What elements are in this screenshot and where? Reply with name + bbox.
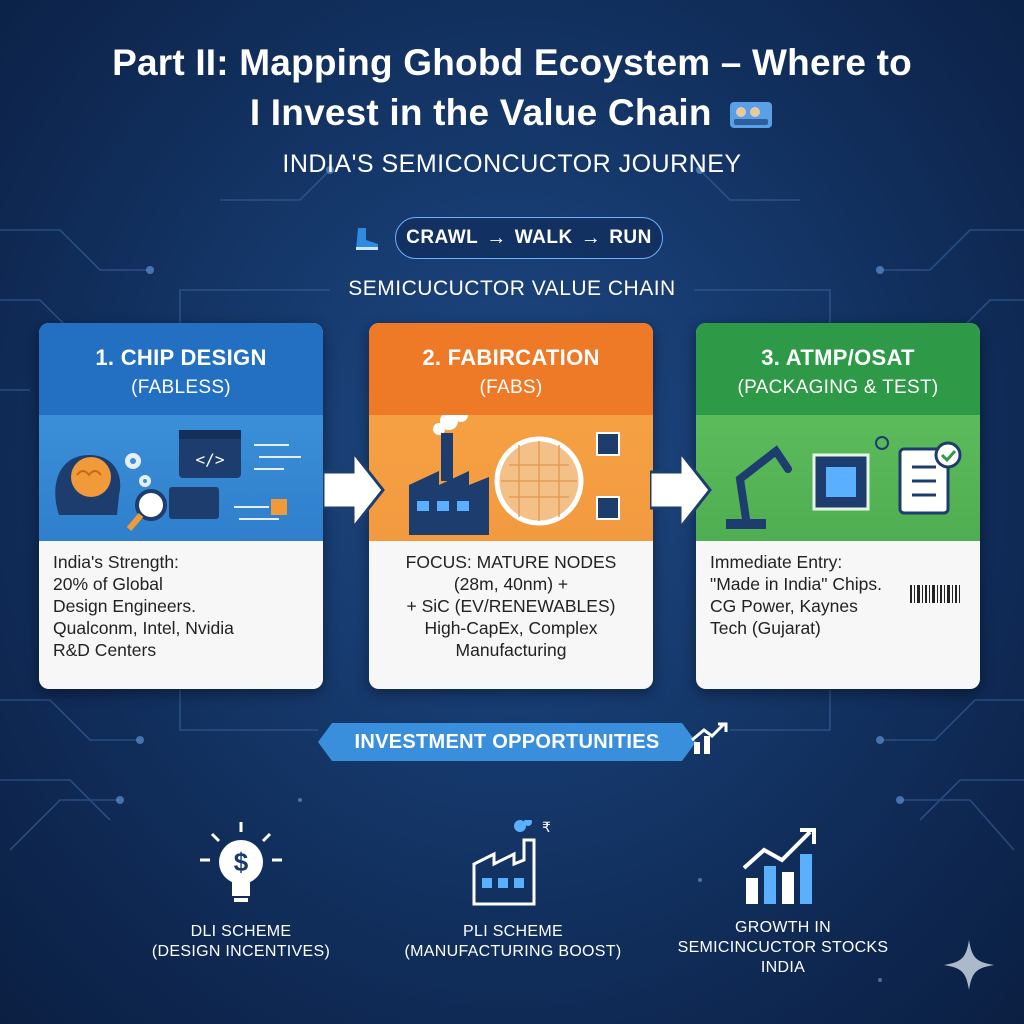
card-line: 20% of Global xyxy=(53,574,163,594)
journey-pill: CRAWL → WALK → RUN xyxy=(395,217,663,259)
card-body: India's Strength: 20% of Global Design E… xyxy=(39,541,323,671)
robot-base-icon xyxy=(726,519,766,529)
chip-emoji-icon xyxy=(730,102,773,129)
card-title: 1. CHIP DESIGN xyxy=(95,345,267,370)
title-line-2: I Invest in the Value Chain xyxy=(0,88,1024,138)
circuit-lines-icon xyxy=(234,444,301,520)
bar-chart-growth-icon xyxy=(742,828,816,904)
lightbulb-dollar-icon: $ xyxy=(200,822,282,902)
journey-walk: WALK xyxy=(514,227,573,248)
card-line: High-CapEx, Complex xyxy=(424,618,598,638)
title-line-1: Part II: Mapping Ghobd Ecoystem – Where … xyxy=(112,42,912,83)
bottom-line: DLI SCHEME xyxy=(190,923,292,940)
card-header: 2. FABIRCATION (FABS) xyxy=(369,323,653,415)
bottom-line: SEMICINCUCTOR STOCKS xyxy=(677,939,889,956)
card-title: 2. FABIRCATION xyxy=(422,345,600,370)
bottom-line: INDIA xyxy=(760,959,806,976)
card-subtitle: (FABS) xyxy=(479,377,543,398)
osat-illustration xyxy=(726,436,962,529)
card-line: Qualconm, Intel, Nvidia xyxy=(53,618,234,638)
card-chip-design: 1. CHIP DESIGN (FABLESS) </> xyxy=(39,323,323,689)
card-header: 3. ATMP/OSAT (PACKAGING & TEST) xyxy=(696,323,980,415)
card-body: FOCUS: MATURE NODES (28m, 40nm) + + SiC … xyxy=(369,541,653,671)
svg-text:$: $ xyxy=(234,847,249,877)
boot-icon xyxy=(356,228,378,250)
investment-banner xyxy=(318,723,696,761)
card-fabrication: 2. FABIRCATION (FABS) FOC xyxy=(369,323,653,689)
arrow-right-icon: → xyxy=(486,226,507,249)
card-body: Immediate Entry: "Made in India" Chips. … xyxy=(696,541,980,649)
chip-design-illustration: </> xyxy=(55,430,301,531)
arrow-right-icon xyxy=(650,450,712,530)
card-illustration xyxy=(369,408,653,541)
fab-illustration xyxy=(409,408,620,535)
bottom-line: (MANUFACTURING BOOST) xyxy=(404,943,622,960)
dli-scheme-label: DLI SCHEME (DESIGN INCENTIVES) xyxy=(130,922,352,962)
card-line: (28m, 40nm) + xyxy=(453,574,569,594)
card-illustration xyxy=(696,415,980,541)
bottom-line: GROWTH IN xyxy=(734,919,832,936)
chip-small-icon xyxy=(271,499,287,515)
factory-rupee-icon: ₹ xyxy=(472,820,551,906)
card-line: Design Engineers. xyxy=(53,596,196,616)
processor-chip-icon xyxy=(812,453,870,511)
card-line: FOCUS: MATURE NODES xyxy=(405,552,617,572)
svg-text:₹: ₹ xyxy=(542,820,551,836)
journey-run: RUN xyxy=(609,227,652,248)
arrow-right-icon xyxy=(323,450,385,530)
card-line: R&D Centers xyxy=(53,640,157,660)
card-line: Immediate Entry: xyxy=(710,552,843,572)
card-line: "Made in India" Chips. xyxy=(710,574,882,594)
card-line: + SiC (EV/RENEWABLES) xyxy=(406,596,616,616)
value-chain-label: SEMICUCUCTOR VALUE CHAIN xyxy=(348,277,676,300)
journey-crawl: CRAWL xyxy=(406,227,479,248)
code-window-icon: </> xyxy=(179,430,241,478)
arrow-right-icon: → xyxy=(580,226,602,249)
factory-icon xyxy=(409,408,489,535)
gear-icon xyxy=(125,453,151,487)
page-title: Part II: Mapping Ghobd Ecoystem – Where … xyxy=(0,38,1024,138)
card-subtitle: (FABLESS) xyxy=(131,377,231,398)
card-line: Manufacturing xyxy=(455,640,567,660)
wafer-icon xyxy=(494,436,584,526)
growth-arrow-icon xyxy=(691,722,728,754)
investment-label: INVESTMENT OPPORTUNITIES xyxy=(354,731,660,753)
sparkle-icon xyxy=(944,940,994,990)
brain-head-icon xyxy=(55,455,121,515)
robot-arm-icon xyxy=(735,445,792,523)
title-line-2-text: I Invest in the Value Chain xyxy=(249,92,712,133)
card-line: CG Power, Kaynes xyxy=(710,596,858,616)
checklist-icon xyxy=(898,441,962,515)
bottom-line: PLI SCHEME xyxy=(463,923,563,940)
pli-scheme-label: PLI SCHEME (MANUFACTURING BOOST) xyxy=(402,922,624,962)
svg-text:</>: </> xyxy=(196,450,225,469)
card-title: 3. ATMP/OSAT xyxy=(761,345,915,370)
growth-stocks-label: GROWTH IN SEMICINCUCTOR STOCKS INDIA xyxy=(664,918,902,978)
magnifier-icon xyxy=(126,489,167,531)
card-line: Tech (Gujarat) xyxy=(710,618,821,638)
barcode-icon xyxy=(910,585,960,603)
bottom-line: (DESIGN INCENTIVES) xyxy=(151,943,331,960)
card-illustration: </> xyxy=(39,415,323,541)
chip-icon xyxy=(596,432,620,520)
card-header: 1. CHIP DESIGN (FABLESS) xyxy=(39,323,323,415)
card-subtitle: (PACKAGING & TEST) xyxy=(737,377,939,398)
card-line: India's Strength: xyxy=(53,552,179,572)
page-subtitle: INDIA'S SEMICONCUCTOR JOURNEY xyxy=(282,150,742,178)
card-atmp-osat: 3. ATMP/OSAT (PACKAGING & TEST) xyxy=(696,323,980,689)
gear-icon xyxy=(875,436,889,450)
laptop-icon xyxy=(169,487,219,519)
